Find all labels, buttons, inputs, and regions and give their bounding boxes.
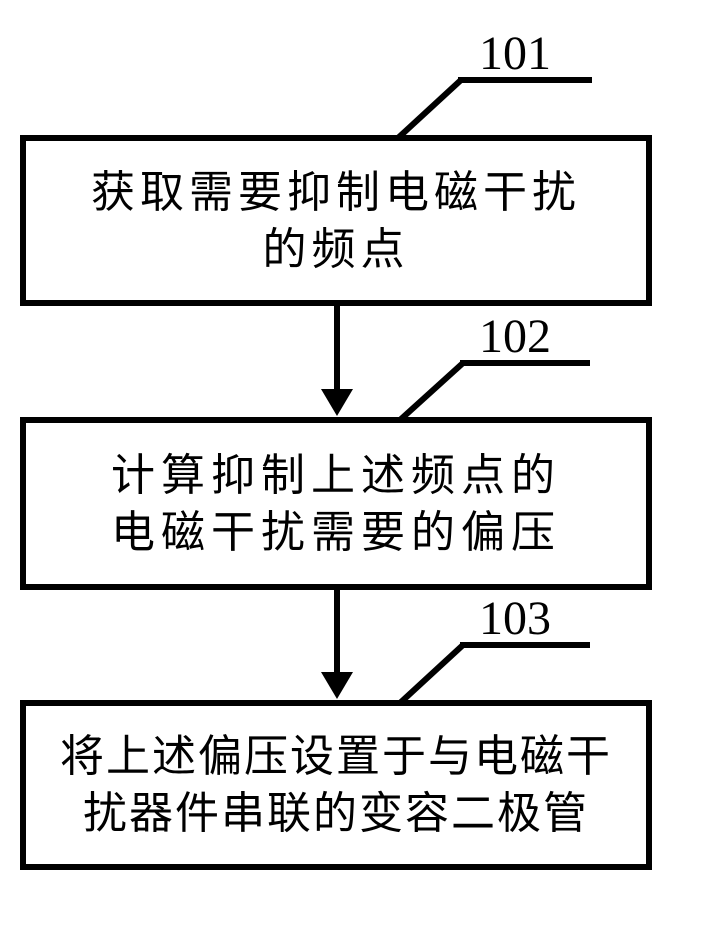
step-102-text-line2: 电磁干扰需要的偏压 — [111, 506, 561, 558]
step-103-text-line2: 扰器件串联的变容二极管 — [83, 788, 589, 839]
flow-arrow-102-to-103 — [321, 588, 353, 699]
step-101-text-line2: 的频点 — [262, 223, 410, 275]
callout-leader-102 — [397, 360, 590, 423]
step-102-text-line1: 计算抑制上述频点的 — [111, 449, 561, 501]
flow-arrow-101-to-102 — [321, 304, 353, 416]
step-101-box: 获取需要抑制电磁干扰 的频点 — [20, 135, 652, 306]
step-101-reference-numeral: 101 — [479, 27, 551, 80]
step-102-box: 计算抑制上述频点的 电磁干扰需要的偏压 — [20, 417, 652, 590]
step-102-reference-numeral: 102 — [479, 310, 551, 363]
step-103-reference-numeral: 103 — [479, 592, 551, 645]
step-103-text-line1: 将上述偏压设置于与电磁干 — [60, 731, 612, 782]
callout-leader-101 — [395, 77, 592, 141]
step-101-text-line1: 获取需要抑制电磁干扰 — [91, 166, 581, 218]
step-103-box: 将上述偏压设置于与电磁干 扰器件串联的变容二极管 — [20, 700, 652, 870]
callout-leader-103 — [397, 642, 590, 706]
